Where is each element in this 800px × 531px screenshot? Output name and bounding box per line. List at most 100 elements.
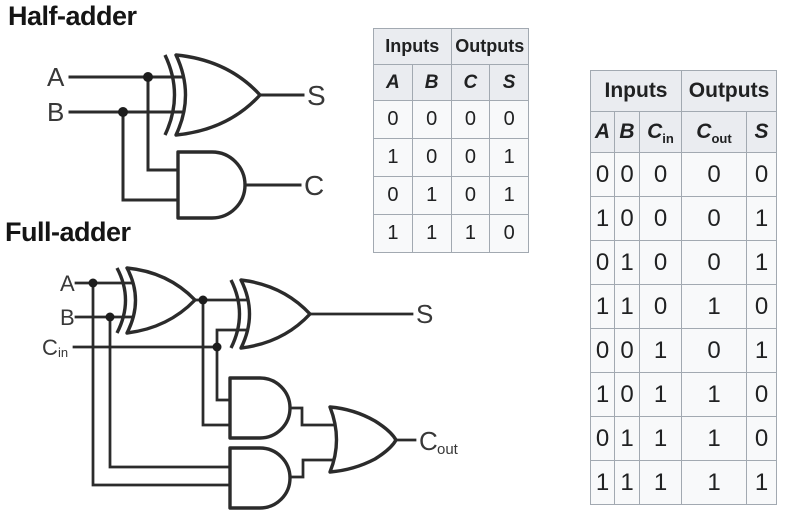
table-cell: 0 bbox=[590, 152, 615, 197]
table-cell: 1 bbox=[746, 460, 778, 505]
table-cell: 0 bbox=[638, 196, 683, 241]
table-column-header: S bbox=[489, 64, 529, 101]
table-cell: 0 bbox=[450, 100, 491, 139]
input-a-label: A bbox=[47, 62, 65, 92]
table-cell: 0 bbox=[681, 240, 748, 285]
output-s-label: S bbox=[307, 80, 326, 111]
table-cell: 0 bbox=[638, 152, 683, 197]
table-cell: 1 bbox=[411, 214, 452, 253]
full-adder-circuit: A B C in S C out bbox=[42, 266, 459, 510]
output-c-label: C bbox=[304, 170, 324, 201]
table-column-header: B bbox=[411, 64, 452, 101]
table-cell: 0 bbox=[590, 328, 615, 373]
table-cell: 1 bbox=[681, 284, 748, 329]
input-cin-label: C bbox=[42, 335, 58, 360]
table-cell: 1 bbox=[411, 176, 452, 215]
table-cell: 0 bbox=[489, 100, 529, 139]
junction-dot bbox=[118, 107, 128, 117]
table-cell: 0 bbox=[450, 138, 491, 177]
table-group-header: Inputs bbox=[373, 28, 452, 65]
table-cell: 0 bbox=[590, 240, 615, 285]
xor-gate bbox=[174, 53, 262, 137]
table-cell: 1 bbox=[638, 328, 683, 373]
table-cell: 1 bbox=[450, 214, 491, 253]
junction-dot bbox=[143, 72, 153, 82]
table-cell: 0 bbox=[373, 100, 413, 139]
table-cell: 0 bbox=[489, 214, 529, 253]
table-column-header: B bbox=[614, 111, 640, 153]
wire-and2-to-or bbox=[286, 458, 340, 479]
table-column-header: A bbox=[590, 111, 615, 153]
table-cell: 1 bbox=[614, 416, 640, 461]
table-cell: 1 bbox=[638, 416, 683, 461]
output-s-label: S bbox=[416, 299, 433, 329]
xor2-gate bbox=[239, 278, 312, 350]
table-cell: 0 bbox=[411, 100, 452, 139]
table-cell: 0 bbox=[590, 416, 615, 461]
junction-dot bbox=[198, 295, 208, 305]
wire-branch-a-to-and bbox=[146, 75, 184, 172]
table-group-header: Inputs bbox=[589, 70, 683, 112]
wire-branch-cin-to-xor2 bbox=[215, 328, 256, 349]
and2-gate bbox=[228, 446, 292, 510]
table-column-header: Cin bbox=[638, 111, 683, 153]
table-cell: 1 bbox=[681, 372, 748, 417]
output-cout-sub-label: out bbox=[437, 441, 459, 458]
table-cell: 1 bbox=[746, 240, 778, 285]
and-gate bbox=[176, 150, 247, 220]
xor-gate-input-arc bbox=[163, 54, 177, 136]
half-adder-circuit: A B S C bbox=[47, 53, 326, 220]
xor1-gate bbox=[125, 266, 197, 335]
junction-dot bbox=[105, 312, 115, 322]
table-group-header: Outputs bbox=[681, 70, 778, 112]
table-cell: 1 bbox=[590, 196, 615, 241]
table-cell: 0 bbox=[746, 372, 778, 417]
wire-and1-to-or bbox=[286, 406, 340, 427]
table-cell: 0 bbox=[411, 138, 452, 177]
table-cell: 1 bbox=[681, 460, 748, 505]
table-cell: 0 bbox=[614, 372, 640, 417]
wire-branch-b-to-and bbox=[121, 110, 184, 202]
junction-dot bbox=[88, 278, 98, 288]
table-column-header: Cout bbox=[681, 111, 748, 153]
or-gate bbox=[328, 405, 398, 474]
output-cout-label: C bbox=[419, 426, 438, 456]
table-column-header: C bbox=[450, 64, 491, 101]
half-adder-title: Half-adder bbox=[8, 1, 137, 31]
table-cell: 0 bbox=[638, 240, 683, 285]
table-cell: 0 bbox=[746, 152, 778, 197]
table-cell: 1 bbox=[614, 284, 640, 329]
table-cell: 0 bbox=[614, 196, 640, 241]
table-column-header: S bbox=[746, 111, 778, 153]
input-a-label: A bbox=[60, 271, 75, 296]
xor1-gate-input-arc bbox=[115, 267, 128, 334]
table-cell: 1 bbox=[489, 138, 529, 177]
table-cell: 1 bbox=[638, 460, 683, 505]
table-cell: 1 bbox=[746, 196, 778, 241]
table-cell: 0 bbox=[746, 416, 778, 461]
and1-gate bbox=[228, 376, 292, 440]
table-cell: 1 bbox=[590, 284, 615, 329]
table-cell: 1 bbox=[746, 328, 778, 373]
table-cell: 0 bbox=[746, 284, 778, 329]
table-cell: 1 bbox=[373, 214, 413, 253]
table-cell: 1 bbox=[590, 372, 615, 417]
table-cell: 1 bbox=[638, 372, 683, 417]
input-cin-sub-label: in bbox=[58, 345, 68, 360]
table-cell: 0 bbox=[450, 176, 491, 215]
table-group-header: Outputs bbox=[450, 28, 529, 65]
table-cell: 1 bbox=[373, 138, 413, 177]
input-b-label: B bbox=[47, 97, 64, 127]
table-cell: 0 bbox=[373, 176, 413, 215]
